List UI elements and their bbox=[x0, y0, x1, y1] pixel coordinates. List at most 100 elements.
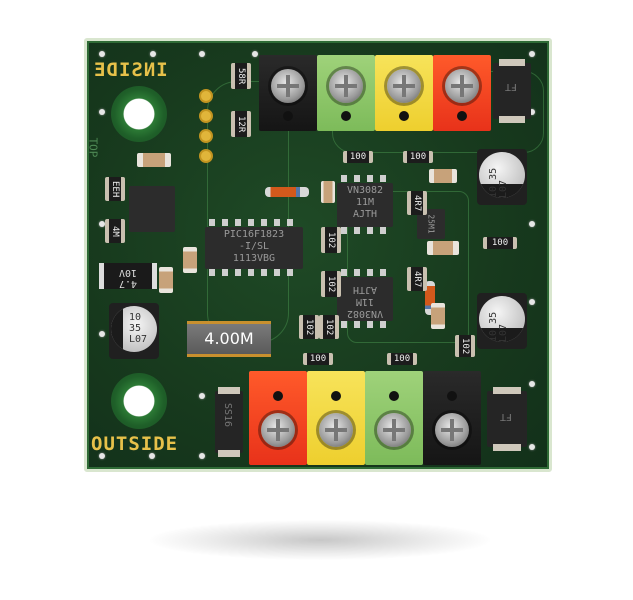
ic-pins bbox=[341, 269, 391, 276]
capacitor-marking: 10 35 L07 bbox=[488, 167, 509, 198]
header-pad bbox=[199, 89, 213, 103]
header-pad bbox=[199, 109, 213, 123]
electrolytic-capacitor: 10 35 L07 bbox=[109, 303, 159, 359]
terminal-green[interactable] bbox=[365, 371, 423, 465]
polarity-band bbox=[479, 184, 525, 198]
terminal-red[interactable] bbox=[433, 55, 491, 131]
diode-lead bbox=[499, 59, 525, 66]
ic-pins bbox=[341, 175, 391, 182]
via bbox=[199, 453, 205, 459]
rs485-transceiver-bottom: VN3082 11M AJTH bbox=[337, 277, 393, 321]
screw-icon bbox=[435, 413, 469, 447]
resistor: 102 bbox=[321, 227, 341, 253]
capacitor-can: 10 35 L07 bbox=[111, 306, 157, 352]
wire-hole bbox=[283, 111, 293, 121]
header-pad bbox=[199, 129, 213, 143]
ceramic-capacitor bbox=[159, 267, 173, 293]
resistor: 102 bbox=[299, 315, 319, 339]
via bbox=[149, 453, 155, 459]
microcontroller-chip: PIC16F1823 -I/SL 1113VBG bbox=[205, 227, 303, 269]
outside-label: OUTSIDE bbox=[91, 433, 179, 455]
diode-lead bbox=[493, 387, 521, 394]
wire-hole bbox=[341, 111, 351, 121]
via bbox=[99, 331, 105, 337]
ic-pins bbox=[209, 219, 299, 226]
pcb-board: INSIDE OUTSIDE TOP FT bbox=[84, 38, 552, 472]
drop-shadow bbox=[150, 520, 490, 560]
screw-icon bbox=[271, 69, 305, 103]
resistor: 102 bbox=[319, 315, 339, 339]
resistor: EEH bbox=[105, 177, 125, 201]
terminal-yellow[interactable] bbox=[375, 55, 433, 131]
wire-hole bbox=[331, 391, 341, 401]
resistor: 12R bbox=[231, 111, 251, 137]
glass-diode bbox=[425, 281, 435, 315]
ceramic-capacitor bbox=[137, 153, 171, 167]
via bbox=[529, 381, 535, 387]
via bbox=[529, 299, 535, 305]
resistor: 4R7 bbox=[407, 191, 427, 215]
via bbox=[199, 393, 205, 399]
terminal-yellow[interactable] bbox=[307, 371, 365, 465]
terminal-black[interactable] bbox=[423, 371, 481, 465]
electrolytic-capacitor: 10 35 L07 bbox=[477, 293, 527, 349]
ic-pins bbox=[341, 227, 391, 234]
qfn-chip bbox=[129, 186, 175, 232]
diode-bottom-right: FT bbox=[487, 387, 527, 451]
ceramic-capacitor bbox=[321, 181, 335, 203]
capacitor-marking: 10 35 L07 bbox=[129, 312, 148, 345]
diode-marking: FT bbox=[505, 81, 518, 92]
resistor: 102 bbox=[321, 271, 341, 297]
polarity-band bbox=[111, 306, 123, 352]
terminal-red[interactable] bbox=[249, 371, 307, 465]
diode-marking: SS16 bbox=[222, 403, 233, 428]
wire-hole bbox=[447, 391, 457, 401]
resistor: 100 bbox=[483, 237, 517, 249]
resistor: 102 bbox=[455, 335, 475, 357]
resistor: 100 bbox=[387, 353, 417, 365]
screw-icon bbox=[387, 69, 421, 103]
resistor: 100 bbox=[403, 151, 433, 163]
capacitor-marking: 10 35 L07 bbox=[488, 311, 509, 342]
glass-diode bbox=[265, 187, 309, 197]
screw-icon bbox=[329, 69, 363, 103]
screw-icon bbox=[377, 413, 411, 447]
wire-hole bbox=[273, 391, 283, 401]
terminal-green[interactable] bbox=[317, 55, 375, 131]
mounting-hole bbox=[111, 86, 167, 142]
via bbox=[199, 51, 205, 57]
via bbox=[252, 51, 258, 57]
diode-lead bbox=[218, 450, 240, 457]
via bbox=[99, 221, 105, 227]
diode-bottom-left: SS16 bbox=[215, 387, 243, 457]
screw-icon bbox=[445, 69, 479, 103]
polarity-band bbox=[479, 328, 525, 342]
via bbox=[529, 221, 535, 227]
diode-lead bbox=[218, 387, 240, 394]
via bbox=[529, 109, 535, 115]
mounting-hole bbox=[111, 373, 167, 429]
screw-icon bbox=[319, 413, 353, 447]
diode-top-right: FT bbox=[493, 59, 531, 123]
resistor: 100 bbox=[343, 151, 373, 163]
via bbox=[150, 51, 156, 57]
resistor: 4R7 bbox=[407, 267, 427, 291]
resistor: 100 bbox=[303, 353, 333, 365]
ceramic-capacitor bbox=[429, 169, 457, 183]
diode-marking: FT bbox=[500, 411, 513, 422]
via bbox=[99, 109, 105, 115]
screw-icon bbox=[261, 413, 295, 447]
diode-lead bbox=[499, 116, 525, 123]
via bbox=[529, 444, 535, 450]
resistor: 58R bbox=[231, 63, 251, 89]
ic-pins bbox=[341, 321, 391, 328]
via bbox=[99, 453, 105, 459]
wire-hole bbox=[457, 111, 467, 121]
inside-label: INSIDE bbox=[93, 59, 168, 81]
terminal-black[interactable] bbox=[259, 55, 317, 131]
ceramic-capacitor bbox=[183, 247, 197, 273]
crystal-oscillator: 4.00M bbox=[187, 321, 271, 357]
via bbox=[529, 51, 535, 57]
top-side-label: TOP bbox=[86, 137, 100, 158]
wire-hole bbox=[399, 111, 409, 121]
